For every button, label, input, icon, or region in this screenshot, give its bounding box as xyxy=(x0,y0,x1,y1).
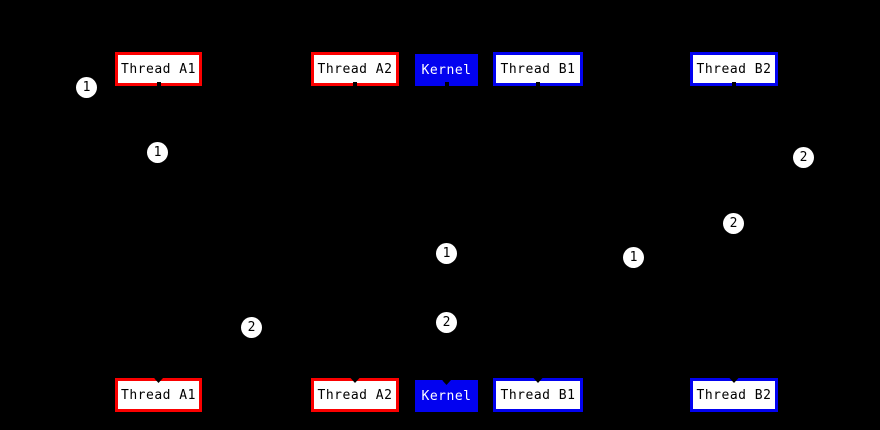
lifeline-arrowhead-notch xyxy=(533,378,543,383)
thread-a2-box-bottom: Thread A2 xyxy=(311,378,399,412)
lifeline-arrowhead-notch xyxy=(350,378,360,383)
thread-b2-label: Thread B2 xyxy=(696,387,772,403)
thread-a2-label: Thread A2 xyxy=(317,387,393,403)
step-badge: 2 xyxy=(793,147,814,168)
step-badge: 1 xyxy=(436,243,457,264)
lifeline-arrowhead-notch xyxy=(729,378,739,383)
thread-b2-box-bottom: Thread B2 xyxy=(690,378,778,412)
step-badge: 1 xyxy=(147,142,168,163)
lifeline-notch xyxy=(353,82,357,86)
thread-b1-box-bottom: Thread B1 xyxy=(493,378,583,412)
thread-a1-box-top: Thread A1 xyxy=(115,52,202,86)
thread-b2-box-top: Thread B2 xyxy=(690,52,778,86)
kernel-box-bottom: Kernel xyxy=(415,380,478,412)
lifeline-notch xyxy=(732,82,736,86)
thread-a1-label: Thread A1 xyxy=(121,61,196,77)
thread-b1-box-top: Thread B1 xyxy=(493,52,583,86)
kernel-label: Kernel xyxy=(421,62,472,78)
step-badge: 1 xyxy=(76,77,97,98)
step-badge: 2 xyxy=(436,312,457,333)
lifeline-notch xyxy=(156,82,161,86)
thread-a2-label: Thread A2 xyxy=(317,61,393,77)
lifeline-notch xyxy=(444,82,449,86)
lifeline-notch xyxy=(536,82,540,86)
kernel-box-top: Kernel xyxy=(415,54,478,86)
step-badge: 1 xyxy=(623,247,644,268)
step-badge: 2 xyxy=(723,213,744,234)
thread-a1-box-bottom: Thread A1 xyxy=(115,378,202,412)
lifeline-arrowhead-notch xyxy=(154,378,163,383)
step-badge: 2 xyxy=(241,317,262,338)
thread-b1-label: Thread B1 xyxy=(500,387,576,403)
thread-a2-box-top: Thread A2 xyxy=(311,52,399,86)
kernel-label: Kernel xyxy=(421,388,472,404)
thread-b2-label: Thread B2 xyxy=(696,61,772,77)
thread-b1-label: Thread B1 xyxy=(500,61,576,77)
thread-a1-label: Thread A1 xyxy=(121,387,196,403)
lifeline-arrowhead-notch xyxy=(442,380,451,385)
